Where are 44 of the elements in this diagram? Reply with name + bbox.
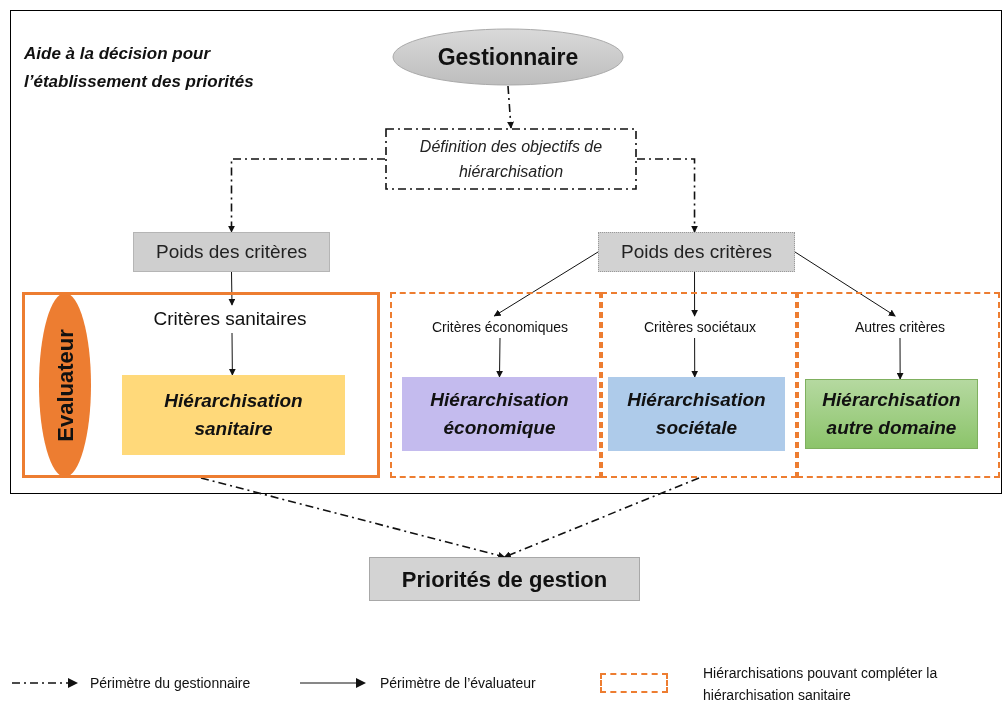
ranking-box bbox=[805, 379, 978, 449]
gestionnaire-ellipse bbox=[392, 28, 624, 86]
criteria-label: Critères sociétaux bbox=[643, 317, 756, 337]
arrow bbox=[507, 85, 515, 129]
evaluator-ellipse bbox=[38, 292, 92, 478]
ranking-box bbox=[402, 377, 597, 451]
weights-box bbox=[598, 232, 795, 272]
arrow bbox=[636, 158, 699, 233]
arrow bbox=[794, 251, 896, 317]
arrow bbox=[493, 251, 599, 317]
node-label: Définition des objectifs de hiérarchisation bbox=[418, 137, 604, 182]
node-label: Gestionnaire bbox=[437, 42, 579, 72]
arrow bbox=[691, 337, 699, 378]
optional-ranking-frame bbox=[390, 292, 601, 478]
legend-label: Périmètre du gestionnaire bbox=[90, 674, 251, 693]
node-label: Priorités de gestion bbox=[401, 565, 608, 594]
diagram-title: Aide à la décision pour l’établissement des priorités bbox=[24, 43, 255, 93]
node-label: Hiérarchisation autre domaine bbox=[821, 388, 962, 440]
node-label: Hiérarchisation économique bbox=[429, 388, 570, 440]
arrow bbox=[228, 158, 386, 233]
node-label: Evaluateur bbox=[51, 328, 79, 442]
weights-box bbox=[133, 232, 330, 272]
arrow bbox=[496, 337, 504, 378]
arrow bbox=[228, 332, 236, 376]
priorities-box bbox=[369, 557, 640, 601]
ranking-box bbox=[122, 375, 345, 455]
arrow bbox=[200, 477, 506, 559]
optional-ranking-frame bbox=[601, 292, 797, 478]
criteria-label: Autres critères bbox=[854, 317, 946, 337]
evaluator-frame bbox=[22, 292, 380, 478]
node-label: Poids des critères bbox=[156, 239, 307, 264]
ranking-box bbox=[608, 377, 785, 451]
arrow bbox=[896, 337, 904, 380]
arrow bbox=[691, 271, 699, 317]
optional-ranking-frame bbox=[797, 292, 1000, 478]
node-label: Poids des critères bbox=[621, 239, 772, 264]
objectives-box bbox=[385, 128, 637, 190]
node-label: Hiérarchisation sociétale bbox=[626, 388, 767, 440]
criteria-label: Critères sanitaires bbox=[153, 306, 307, 331]
criteria-label: Critères économiques bbox=[431, 317, 569, 337]
arrow bbox=[228, 271, 236, 306]
node-label: Hiérarchisation sanitaire bbox=[163, 389, 304, 441]
legend-label: Périmètre de l’évaluateur bbox=[380, 674, 536, 693]
legend-label: Hiérarchisations pouvant compléter la hiérarchisation sanitaire bbox=[703, 664, 939, 702]
